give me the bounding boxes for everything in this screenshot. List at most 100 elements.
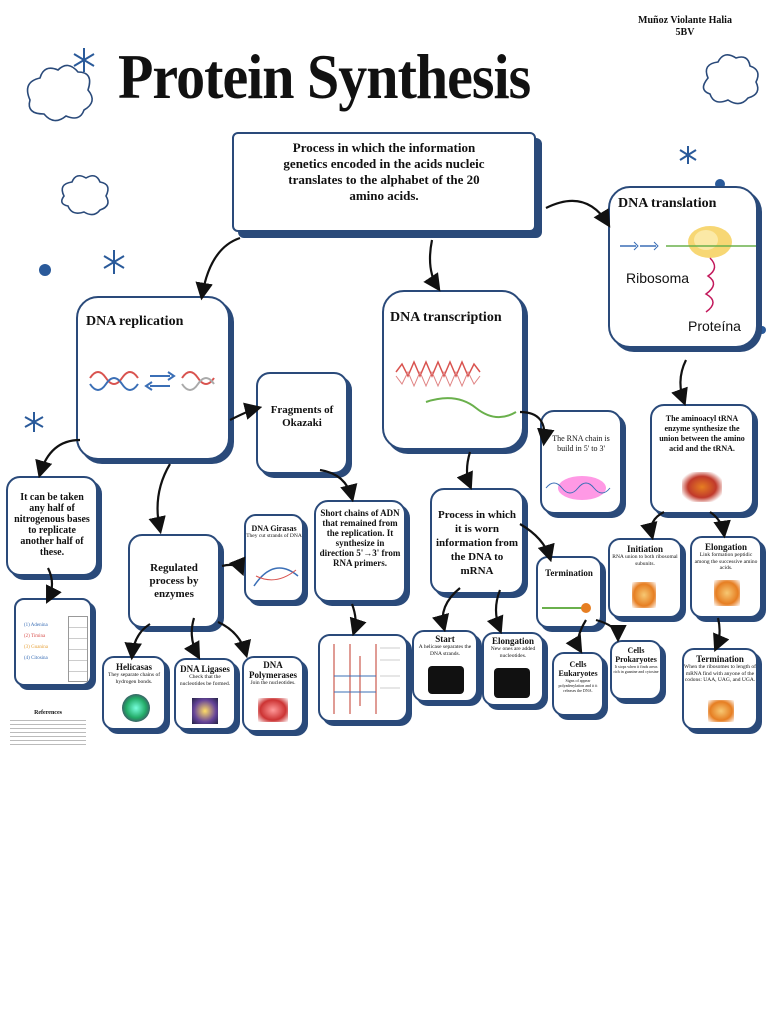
girasas-illustration bbox=[253, 567, 299, 587]
arrow bbox=[519, 410, 555, 447]
arrow bbox=[432, 587, 461, 633]
helicase-protein-icon bbox=[122, 694, 150, 722]
arrow bbox=[565, 619, 587, 654]
cloud-icon bbox=[60, 174, 109, 216]
half-bases-text: It can be taken any half of nitrogenous … bbox=[14, 492, 90, 558]
arrow bbox=[35, 438, 81, 479]
eukaryotes-text: Signs of appear polyadenylation and it i… bbox=[558, 678, 598, 693]
trna-text: The aminoacyl tRNA enzyme synthesize the… bbox=[659, 414, 745, 453]
start-text: A helicase separates the DNA strands. bbox=[418, 644, 472, 657]
short-chains-text: Short chains of ADN that remained from t… bbox=[319, 508, 401, 568]
prokaryotes-box: Cells Prokaryotes It stops when it finds… bbox=[610, 640, 662, 700]
cloud-icon bbox=[26, 64, 93, 122]
prokaryotes-title: Cells Prokaryotes bbox=[615, 646, 657, 664]
star-icon bbox=[24, 412, 44, 432]
translation-termination-box: Termination When the ribosomes to length… bbox=[682, 648, 758, 730]
arrow bbox=[221, 556, 246, 577]
page-title: Protein Synthesis bbox=[118, 40, 531, 113]
references-text bbox=[10, 716, 86, 747]
translation-illustration bbox=[620, 226, 756, 313]
author-name: Muñoz Violante Halia bbox=[638, 15, 732, 26]
termination-illustration bbox=[542, 603, 591, 613]
trna-box: The aminoacyl tRNA enzyme synthesize the… bbox=[650, 404, 754, 514]
arrow bbox=[319, 468, 358, 503]
fork-diagram bbox=[333, 644, 400, 714]
rna-chain-illustration bbox=[545, 476, 611, 500]
elongation-ribosome-illustration bbox=[714, 580, 740, 606]
cloud-icon bbox=[702, 54, 759, 105]
helicasas-title: Helicasas bbox=[116, 662, 152, 672]
arrow bbox=[456, 451, 473, 491]
prokaryotes-text: It stops when it finds areas rich in gua… bbox=[613, 664, 659, 674]
initiation-illustration bbox=[632, 582, 656, 608]
transcription-elongation-box: Elongation New ones are added nucleotide… bbox=[482, 632, 544, 706]
arrow bbox=[545, 199, 611, 228]
arrow bbox=[486, 589, 504, 635]
ribosome-label: Ribosoma bbox=[626, 270, 690, 286]
ligases-title: DNA Ligases bbox=[180, 664, 230, 674]
polymerases-title: DNA Polymerases bbox=[249, 660, 297, 680]
arrow bbox=[124, 623, 151, 661]
girasas-box: DNA Girasas They cut strands of DNA bbox=[244, 514, 304, 602]
ligases-text: Check that the nucleotides be formed. bbox=[179, 674, 231, 687]
start-title: Start bbox=[435, 634, 455, 644]
polymerases-text: Join the nucleotides. bbox=[250, 680, 296, 686]
rna-chain-box: The RNA chain is build in 5' to 3' bbox=[540, 410, 622, 514]
dot-icon bbox=[39, 264, 51, 276]
translation-termination-title: Termination bbox=[696, 654, 744, 664]
bases-table-box: (1) Adenina (2) Timina (3) Guanina (4) C… bbox=[14, 598, 92, 686]
start-illustration bbox=[428, 666, 464, 694]
base-item: (3) Guanina bbox=[24, 645, 49, 650]
okazaki-text: Fragments of Okazaki bbox=[270, 404, 334, 429]
star-icon bbox=[103, 250, 125, 274]
arrow bbox=[183, 617, 201, 660]
replication-box: DNA replication bbox=[76, 296, 230, 460]
arrow bbox=[713, 617, 730, 653]
polymerases-box: DNA Polymerases Join the nucleotides. bbox=[242, 656, 304, 732]
dot-icon bbox=[758, 326, 766, 334]
girasas-title: DNA Girasas bbox=[251, 524, 297, 533]
references-title: References bbox=[34, 710, 62, 716]
translation-title: DNA translation bbox=[618, 196, 717, 211]
transcription-elongation-title: Elongation bbox=[491, 636, 534, 646]
initiation-title: Initiation bbox=[626, 544, 663, 554]
star-icon bbox=[73, 48, 95, 72]
polymerase-protein-icon bbox=[258, 698, 288, 722]
transcription-elongation-text: New ones are added nucleotides. bbox=[490, 646, 536, 659]
eukaryotes-box: Cells Eukaryotes Signs of appear polyade… bbox=[552, 652, 604, 716]
rna-chain-text: The RNA chain is build in 5' to 3' bbox=[552, 434, 610, 453]
ligase-protein-icon bbox=[192, 698, 218, 724]
translation-termination-text: When the ribosomes to length of mRNA fin… bbox=[684, 664, 756, 683]
transcription-box: DNA transcription bbox=[382, 290, 524, 450]
transcription-title: DNA transcription bbox=[390, 310, 502, 325]
definition-box: Process in which the information genetic… bbox=[232, 132, 536, 232]
translation-elongation-text: Link formation peptidic among the succes… bbox=[694, 552, 758, 571]
termination-ribosome-illustration bbox=[708, 700, 734, 722]
arrow bbox=[423, 239, 441, 292]
regulated-box: Regulated process by enzymes bbox=[128, 534, 220, 628]
arrow bbox=[709, 511, 731, 539]
elongation-illustration bbox=[494, 668, 530, 698]
protein-label: Proteína bbox=[688, 318, 741, 334]
arrow bbox=[519, 523, 555, 563]
eukaryotes-title: Cells Eukaryotes bbox=[558, 660, 598, 678]
start-box: Start A helicase separates the DNA stran… bbox=[412, 630, 478, 702]
translation-box: DNA translation Ribosoma Proteína bbox=[608, 186, 758, 348]
base-item: (1) Adenina bbox=[24, 623, 48, 628]
transcription-process-box: Process in which it is worn information … bbox=[430, 488, 524, 594]
arrow bbox=[229, 402, 263, 421]
okazaki-box: Fragments of Okazaki bbox=[256, 372, 348, 474]
arrow bbox=[217, 620, 252, 659]
initiation-text: RNA union to both ribosomal subunits. bbox=[612, 554, 678, 567]
girasas-text: They cut strands of DNA bbox=[246, 533, 302, 539]
initiation-box: Initiation RNA union to both ribosomal s… bbox=[608, 538, 682, 618]
definition-text: Process in which the information genetic… bbox=[283, 140, 485, 203]
transcription-process-text: Process in which it is worn information … bbox=[436, 509, 518, 577]
translation-elongation-box: Elongation Link formation peptidic among… bbox=[690, 536, 762, 618]
arrow bbox=[148, 463, 171, 535]
star-icon bbox=[679, 146, 697, 164]
base-item: (2) Timina bbox=[24, 634, 46, 639]
regulated-text: Regulated process by enzymes bbox=[149, 562, 199, 600]
arrow bbox=[640, 511, 665, 541]
